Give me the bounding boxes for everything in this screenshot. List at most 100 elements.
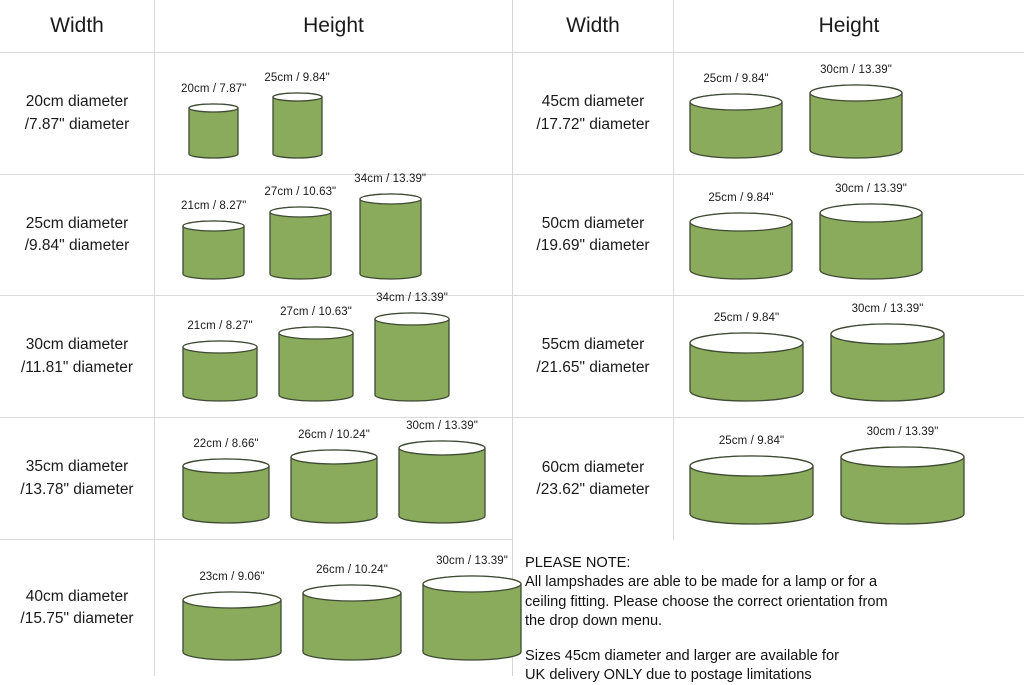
lampshade-size-label: 34cm / 13.39" — [376, 292, 448, 304]
lampshade-size-label: 26cm / 10.24" — [298, 429, 370, 441]
lampshade-cylinder — [374, 312, 450, 402]
lampshade-size-label: 23cm / 9.06" — [199, 571, 265, 583]
lampshade-size-label: 30cm / 13.39" — [866, 426, 939, 438]
lampshade-item: 26cm / 10.24" — [301, 564, 403, 662]
lampshade-size-label: 30cm / 13.39" — [835, 183, 907, 195]
lampshade-graphic — [818, 202, 924, 281]
lampshade-cylinder — [819, 203, 923, 280]
width-cell: 50cm diameter/19.69" diameter — [513, 175, 674, 295]
width-label: 40cm diameter/15.75" diameter — [20, 586, 133, 631]
lampshade-size-label: 25cm / 9.84" — [708, 192, 774, 204]
height-cell: 25cm / 9.84" 30cm / 13.39" — [674, 296, 1024, 417]
width-label: 20cm diameter/7.87" diameter — [25, 91, 130, 136]
lampshade-size-label: 30cm / 13.39" — [851, 303, 924, 315]
lampshade-cylinder — [278, 326, 354, 402]
lampshade-item: 21cm / 8.27" — [181, 320, 259, 403]
table-row: 20cm diameter/7.87" diameter 20cm / 7.87"… — [0, 53, 512, 175]
note-line-1: All lampshades are able to be made for a… — [525, 574, 878, 591]
lampshade-cylinder — [689, 93, 783, 159]
table-row: 35cm diameter/13.78" diameter 22cm / 8.66… — [0, 418, 512, 540]
table-row: 60cm diameter/23.62" diameter 25cm / 9.84… — [513, 418, 1024, 540]
cylinder-top-rim — [271, 92, 323, 102]
lampshade-item: 30cm / 13.39" — [421, 555, 523, 662]
table-header-row-right: Width Height — [513, 0, 1024, 53]
width-cell: 35cm diameter/13.78" diameter — [0, 418, 155, 539]
lampshade-cylinder — [359, 193, 422, 280]
table-header-row-left: Width Height — [0, 0, 512, 53]
cylinder-top-rim — [182, 591, 282, 609]
cylinder-top-rim — [840, 446, 965, 468]
table-row: 40cm diameter/15.75" diameter 23cm / 9.06… — [0, 540, 522, 676]
lampshade-item: 30cm / 13.39" — [808, 64, 904, 160]
width-label-inch: /17.72" diameter — [536, 115, 650, 133]
column-header-width-right: Width — [513, 0, 674, 52]
lampshade-size-label: 30cm / 13.39" — [436, 555, 508, 567]
width-cell: 60cm diameter/23.62" diameter — [513, 418, 674, 540]
cylinder-top-rim — [689, 212, 793, 232]
lampshade-size-label: 25cm / 9.84" — [703, 73, 769, 85]
lampshade-size-label: 30cm / 13.39" — [406, 420, 478, 432]
width-cell: 25cm diameter/9.84" diameter — [0, 175, 155, 295]
cylinder-top-rim — [398, 440, 486, 456]
lampshade-graphic — [187, 102, 240, 160]
lampshade-size-label: 26cm / 10.24" — [316, 564, 388, 576]
please-note-block: PLEASE NOTE: All lampshades are able to … — [513, 540, 1024, 683]
cylinder-top-rim — [188, 103, 239, 113]
lampshade-graphic — [181, 457, 271, 525]
lampshade-size-label: 30cm / 13.39" — [820, 64, 892, 76]
lampshade-item: 25cm / 9.84" — [688, 192, 794, 281]
column-header-width-left: Width — [0, 0, 155, 52]
lampshade-item: 34cm / 13.39" — [373, 292, 451, 403]
cylinder-top-rim — [182, 340, 258, 354]
lampshade-cylinder — [290, 449, 378, 524]
lampshade-cylinder — [182, 220, 245, 280]
note-line-4: Sizes 45cm diameter and larger are avail… — [525, 647, 839, 664]
lampshade-graphic — [301, 583, 403, 662]
width-label-inch: /13.78" diameter — [20, 480, 134, 498]
height-cell: 20cm / 7.87" 25cm / 9.84" — [155, 53, 512, 174]
width-cell: 55cm diameter/21.65" diameter — [513, 296, 674, 417]
lampshade-size-label: 25cm / 9.84" — [713, 312, 780, 324]
lampshade-cylinder — [689, 332, 804, 402]
lampshade-graphic — [271, 91, 324, 160]
table-body-right: 45cm diameter/17.72" diameter 25cm / 9.84… — [513, 53, 1024, 540]
width-label-inch: /9.84" diameter — [24, 237, 130, 254]
cylinder-top-rim — [302, 584, 402, 602]
width-label: 25cm diameter/9.84" diameter — [25, 213, 130, 258]
cylinder-top-rim — [374, 312, 450, 326]
lampshade-cylinder — [809, 84, 903, 159]
lampshade-item: 22cm / 8.66" — [181, 438, 271, 525]
width-label-inch: /7.87" diameter — [24, 115, 130, 133]
lampshade-cylinder — [271, 92, 323, 159]
lampshade-graphic — [181, 339, 259, 403]
width-label-inch: /11.81" diameter — [20, 358, 134, 376]
note-row: PLEASE NOTE: All lampshades are able to … — [513, 540, 1024, 683]
cylinder-top-rim — [689, 455, 814, 477]
width-cell: 45cm diameter/17.72" diameter — [513, 53, 674, 174]
lampshade-cylinder — [422, 575, 522, 661]
width-label: 50cm diameter/19.69" diameter — [536, 213, 649, 258]
lampshade-item: 26cm / 10.24" — [289, 429, 379, 525]
width-label: 60cm diameter/23.62" diameter — [536, 457, 649, 502]
width-label-cm: 35cm diameter — [25, 458, 129, 476]
lampshade-item: 30cm / 13.39" — [829, 303, 946, 403]
cylinder-body — [269, 206, 332, 280]
lampshade-item: 25cm / 9.84" — [688, 435, 815, 526]
lampshade-graphic — [181, 219, 246, 281]
note-line-3: the drop down menu. — [525, 613, 663, 630]
table-row: 25cm diameter/9.84" diameter 21cm / 8.27"… — [0, 173, 512, 296]
lampshade-size-label: 21cm / 8.27" — [187, 320, 253, 332]
cylinder-body — [374, 312, 450, 402]
lampshade-item: 27cm / 10.63" — [264, 186, 336, 281]
lampshade-graphic — [688, 331, 805, 403]
lampshade-item: 30cm / 13.39" — [839, 426, 966, 526]
height-cell: 21cm / 8.27" 27cm / 10.63" 34cm / 13.39" — [155, 173, 512, 295]
lampshade-item: 25cm / 9.84" — [688, 73, 784, 160]
size-table-left: Width Height 20cm diameter/7.87" diamete… — [0, 0, 522, 676]
lampshade-size-label: 27cm / 10.63" — [264, 186, 337, 198]
width-label-cm: 60cm diameter — [541, 458, 645, 476]
height-cell: 23cm / 9.06" 26cm / 10.24" 30cm / 13.39" — [155, 540, 522, 676]
width-label-cm: 55cm diameter — [541, 336, 645, 354]
